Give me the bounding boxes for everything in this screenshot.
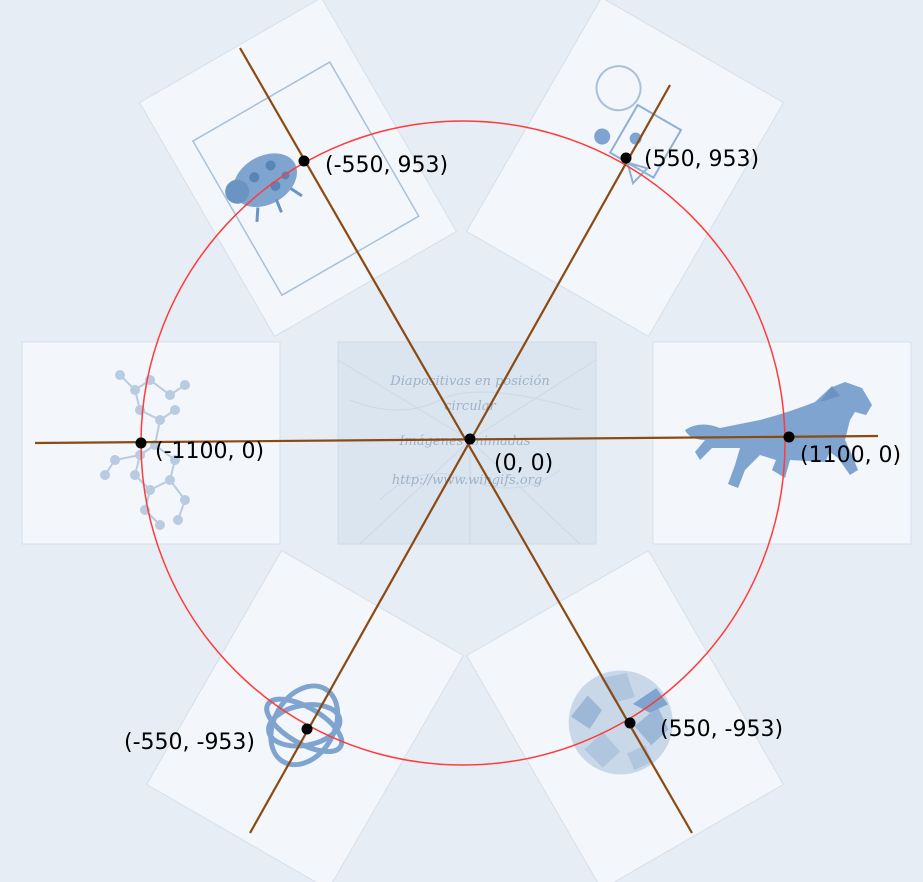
molecule-icon (100, 370, 190, 530)
axis-line-diagonal-b (249, 84, 671, 834)
points (135, 152, 795, 735)
point-lower-left (301, 723, 313, 735)
point-right (783, 431, 795, 443)
slide-center: Diapositivas en posición circular Imágen… (337, 341, 597, 545)
slide-bottom-right (465, 549, 785, 882)
point-origin (464, 433, 476, 445)
point-lower-right (624, 717, 636, 729)
center-slide-line2: circular (444, 399, 496, 414)
wikipedia-globe-icon (568, 670, 673, 775)
slide-bottom-left (145, 549, 465, 882)
center-slide-url: http://www.wingifs.org (392, 473, 542, 488)
label-left: (-1100, 0) (155, 439, 264, 464)
point-upper-right (620, 152, 632, 164)
label-lower-right: (550, -953) (660, 717, 783, 742)
slide-right (652, 341, 912, 545)
center-slide-line1: Diapositivas en posición (389, 374, 549, 389)
shapes-icon (594, 65, 683, 186)
point-left (135, 437, 147, 449)
gyroscope-icon (264, 683, 345, 768)
center-slide-line3: Imágenes animadas (398, 434, 531, 449)
label-lower-left: (-550, -953) (124, 730, 255, 755)
point-upper-left (298, 155, 310, 167)
label-upper-left: (-550, 953) (325, 153, 448, 178)
axis-line-horizontal (34, 434, 879, 445)
horse-icon (685, 382, 872, 488)
label-origin: (0, 0) (494, 451, 553, 476)
label-upper-right: (550, 953) (644, 147, 759, 172)
label-right: (1100, 0) (800, 443, 901, 468)
